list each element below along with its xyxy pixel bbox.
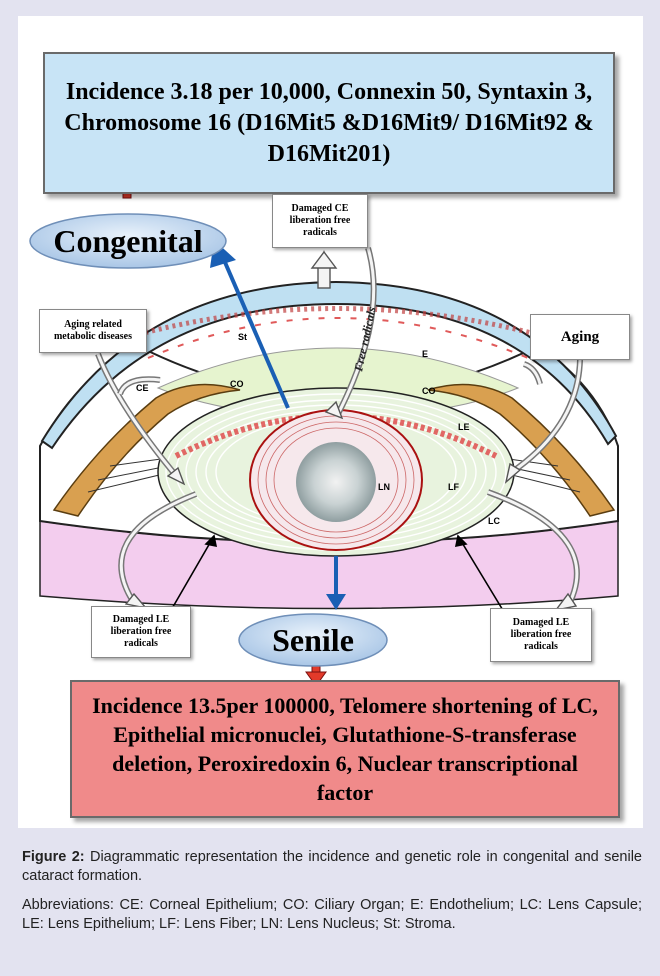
congenital-label: Congenital	[30, 214, 226, 268]
aging-box: Aging	[530, 314, 630, 360]
tag-e: E	[422, 349, 428, 359]
tag-co-right: CO	[422, 386, 436, 396]
tag-le: LE	[458, 422, 470, 432]
damaged-ce-box: Damaged CE liberation free radicals	[272, 194, 368, 248]
senile-incidence-box: Incidence 13.5per 100000, Telomere short…	[70, 680, 620, 818]
tag-ln: LN	[378, 482, 390, 492]
damaged-le-right-box: Damaged LE liberation free radicals	[490, 608, 592, 662]
congenital-incidence-box: Incidence 3.18 per 10,000, Connexin 50, …	[43, 52, 615, 194]
senile-label: Senile	[240, 614, 386, 666]
figure-panel: Free radicals Incidence 3.18 per 10,000,…	[18, 16, 643, 828]
tag-lf: LF	[448, 482, 459, 492]
tag-ce: CE	[136, 383, 149, 393]
tag-co-left: CO	[230, 379, 244, 389]
lens-nucleus	[250, 410, 422, 550]
abbreviations: Abbreviations: CE: Corneal Epithelium; C…	[22, 896, 642, 934]
figure-caption: Figure 2: Diagrammatic representation th…	[22, 848, 642, 944]
damaged-le-left-box: Damaged LE liberation free radicals	[91, 606, 191, 658]
tag-lc: LC	[488, 516, 500, 526]
aging-related-box: Aging related metabolic diseases	[39, 309, 147, 353]
figure-label: Figure 2:	[22, 849, 85, 865]
figure-text: Diagrammatic representation the incidenc…	[22, 849, 642, 884]
tag-st: St	[238, 332, 247, 342]
